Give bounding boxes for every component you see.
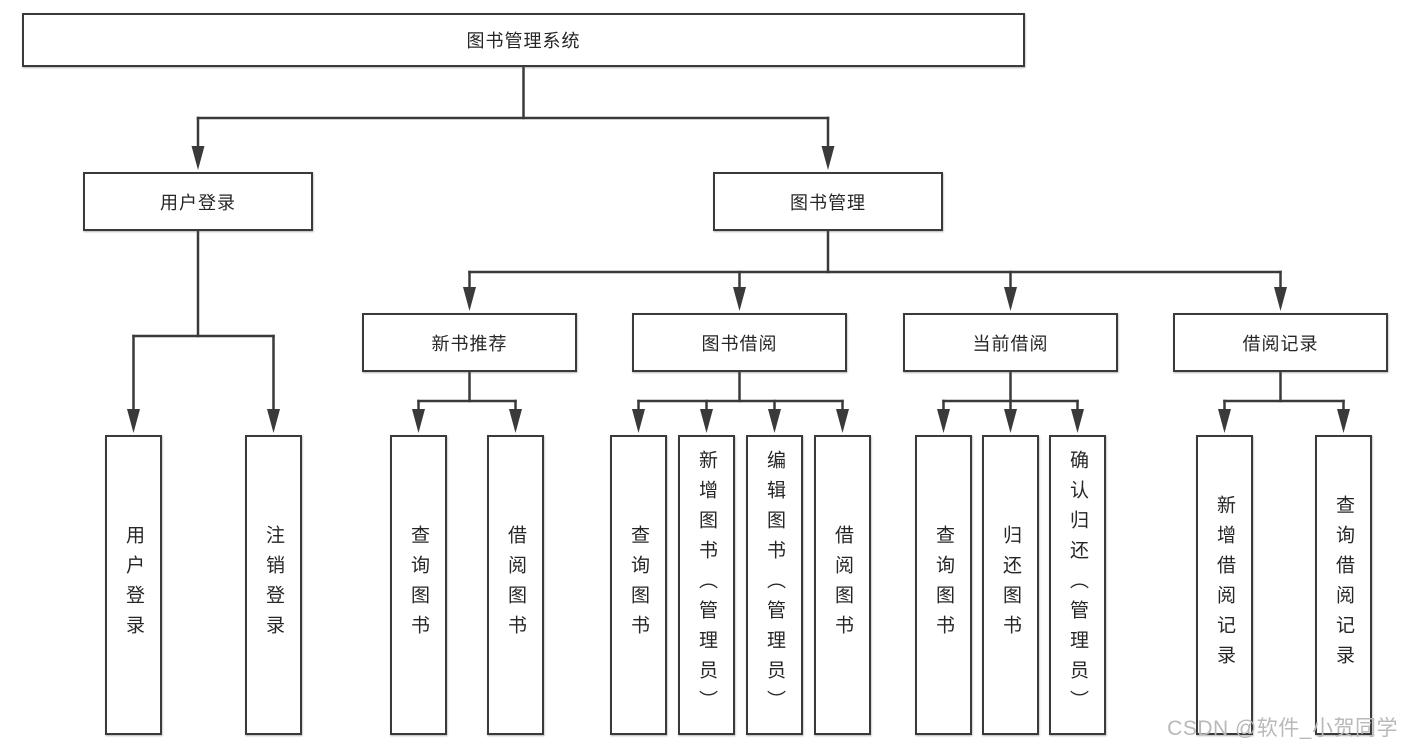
node-book-borrow: 图书借阅: [632, 313, 847, 372]
node-label: 查询图书: [628, 525, 649, 645]
node-book-management: 图书管理: [713, 172, 943, 231]
node-label: 图书管理: [790, 192, 866, 213]
csdn-watermark: CSDN @软件_小贺同学: [1167, 717, 1398, 740]
leaf-edit-book-admin: 编辑图书（管理员）: [746, 435, 803, 735]
leaf-borrow-books: 借阅图书: [814, 435, 871, 735]
node-user-login: 用户登录: [83, 172, 313, 231]
node-label: 注销登录: [263, 525, 284, 645]
node-label: 用户登录: [123, 525, 144, 645]
leaf-add-borrow-record: 新增借阅记录: [1196, 435, 1253, 735]
node-label: 查询图书: [408, 525, 429, 645]
leaf-borrow-books-recommend: 借阅图书: [487, 435, 544, 735]
node-label: 确认归还（管理员）: [1067, 450, 1088, 720]
node-label: 归还图书: [1000, 525, 1021, 645]
leaf-query-books-borrow: 查询图书: [610, 435, 667, 735]
node-label: 当前借阅: [972, 333, 1049, 354]
node-label: 编辑图书（管理员）: [764, 450, 785, 720]
node-label: 借阅图书: [505, 525, 526, 645]
node-label: 用户登录: [160, 192, 236, 213]
node-library-management-system: 图书管理系统: [22, 13, 1025, 67]
node-label: 查询图书: [933, 525, 954, 645]
node-label: 图书管理系统: [466, 31, 581, 51]
node-borrow-records: 借阅记录: [1173, 313, 1388, 372]
leaf-user-login: 用户登录: [105, 435, 162, 735]
node-label: 图书借阅: [701, 333, 778, 354]
node-new-book-recommend: 新书推荐: [362, 313, 577, 372]
node-label: 借阅图书: [832, 525, 853, 645]
leaf-query-books-current: 查询图书: [915, 435, 972, 735]
node-label: 借阅记录: [1242, 333, 1319, 354]
node-current-borrow: 当前借阅: [903, 313, 1118, 372]
leaf-logout: 注销登录: [245, 435, 302, 735]
leaf-query-borrow-record: 查询借阅记录: [1315, 435, 1372, 735]
node-label: 新书推荐: [431, 333, 508, 354]
leaf-add-book-admin: 新增图书（管理员）: [678, 435, 735, 735]
node-label: 查询借阅记录: [1333, 495, 1354, 675]
node-label: 新增借阅记录: [1214, 495, 1235, 675]
leaf-return-book: 归还图书: [982, 435, 1039, 735]
leaf-query-books-recommend: 查询图书: [390, 435, 447, 735]
node-label: 新增图书（管理员）: [696, 450, 717, 720]
leaf-confirm-return-admin: 确认归还（管理员）: [1049, 435, 1106, 735]
